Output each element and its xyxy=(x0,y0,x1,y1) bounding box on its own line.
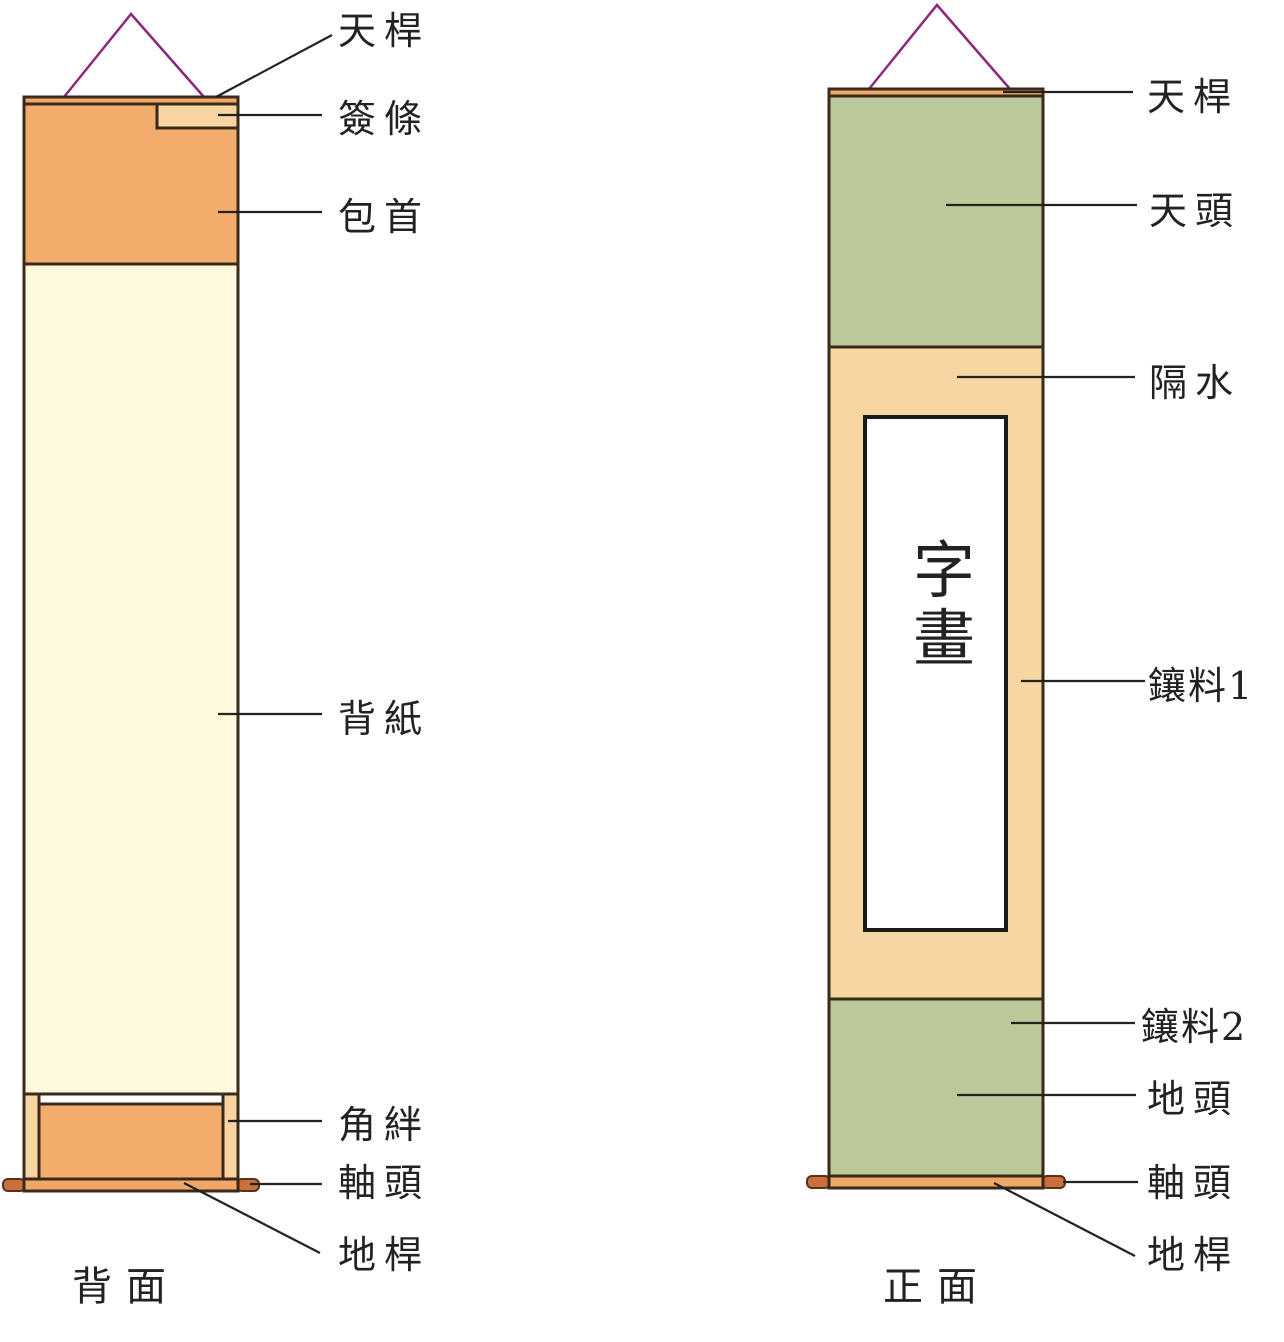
label-front-roller-end: 軸頭 xyxy=(1147,1161,1239,1205)
front-bottom-rod xyxy=(827,1174,1045,1190)
label-back-bottom-rod: 地桿 xyxy=(338,1233,430,1277)
front-roller-end-right xyxy=(1041,1175,1066,1189)
back-view: 天桿 簽條 包首 背紙 角絆 軸頭 地桿 背面 xyxy=(2,9,430,1310)
label-back-roller-end: 軸頭 xyxy=(338,1161,430,1205)
back-corner-strip-right xyxy=(221,1092,240,1182)
back-head-wrap xyxy=(22,102,240,266)
label-front-border-2: 鑲料2 xyxy=(1141,1005,1247,1049)
label-back-head-wrap: 包首 xyxy=(338,195,430,239)
front-heaven-head xyxy=(827,94,1045,349)
front-view: 字 畫 天桿 天頭 隔水 鑲料1 鑲料2 地頭 軸頭 地桿 正面 xyxy=(806,3,1254,1310)
label-front-top-rod: 天桿 xyxy=(1147,75,1239,119)
back-view-title: 背面 xyxy=(72,1264,180,1310)
hanging-cord xyxy=(63,12,205,98)
label-back-backing-paper: 背紙 xyxy=(338,697,430,741)
label-back-label-strip: 簽條 xyxy=(338,97,430,141)
front-view-title: 正面 xyxy=(883,1264,991,1310)
artwork-char-2: 畫 xyxy=(913,602,975,675)
back-roller-end-left xyxy=(2,1178,26,1192)
hanging-cord xyxy=(868,3,1011,90)
back-bottom-panel xyxy=(37,1102,225,1182)
front-roller-end-left xyxy=(806,1175,831,1189)
back-corner-strip-left xyxy=(22,1092,41,1182)
label-front-separator: 隔水 xyxy=(1149,361,1241,405)
artwork-char-1: 字 xyxy=(913,534,975,607)
front-earth-head xyxy=(827,997,1045,1178)
label-front-heaven-head: 天頭 xyxy=(1149,189,1241,233)
label-front-border-1: 鑲料1 xyxy=(1148,664,1254,708)
label-front-bottom-rod: 地桿 xyxy=(1147,1233,1239,1277)
label-back-top-rod: 天桿 xyxy=(338,9,430,53)
label-back-corner-strip: 角絆 xyxy=(338,1103,430,1147)
label-front-earth-head: 地頭 xyxy=(1147,1077,1239,1121)
front-artwork xyxy=(863,415,1008,932)
back-backing-paper xyxy=(22,262,240,1096)
back-bottom-rod xyxy=(22,1177,240,1193)
